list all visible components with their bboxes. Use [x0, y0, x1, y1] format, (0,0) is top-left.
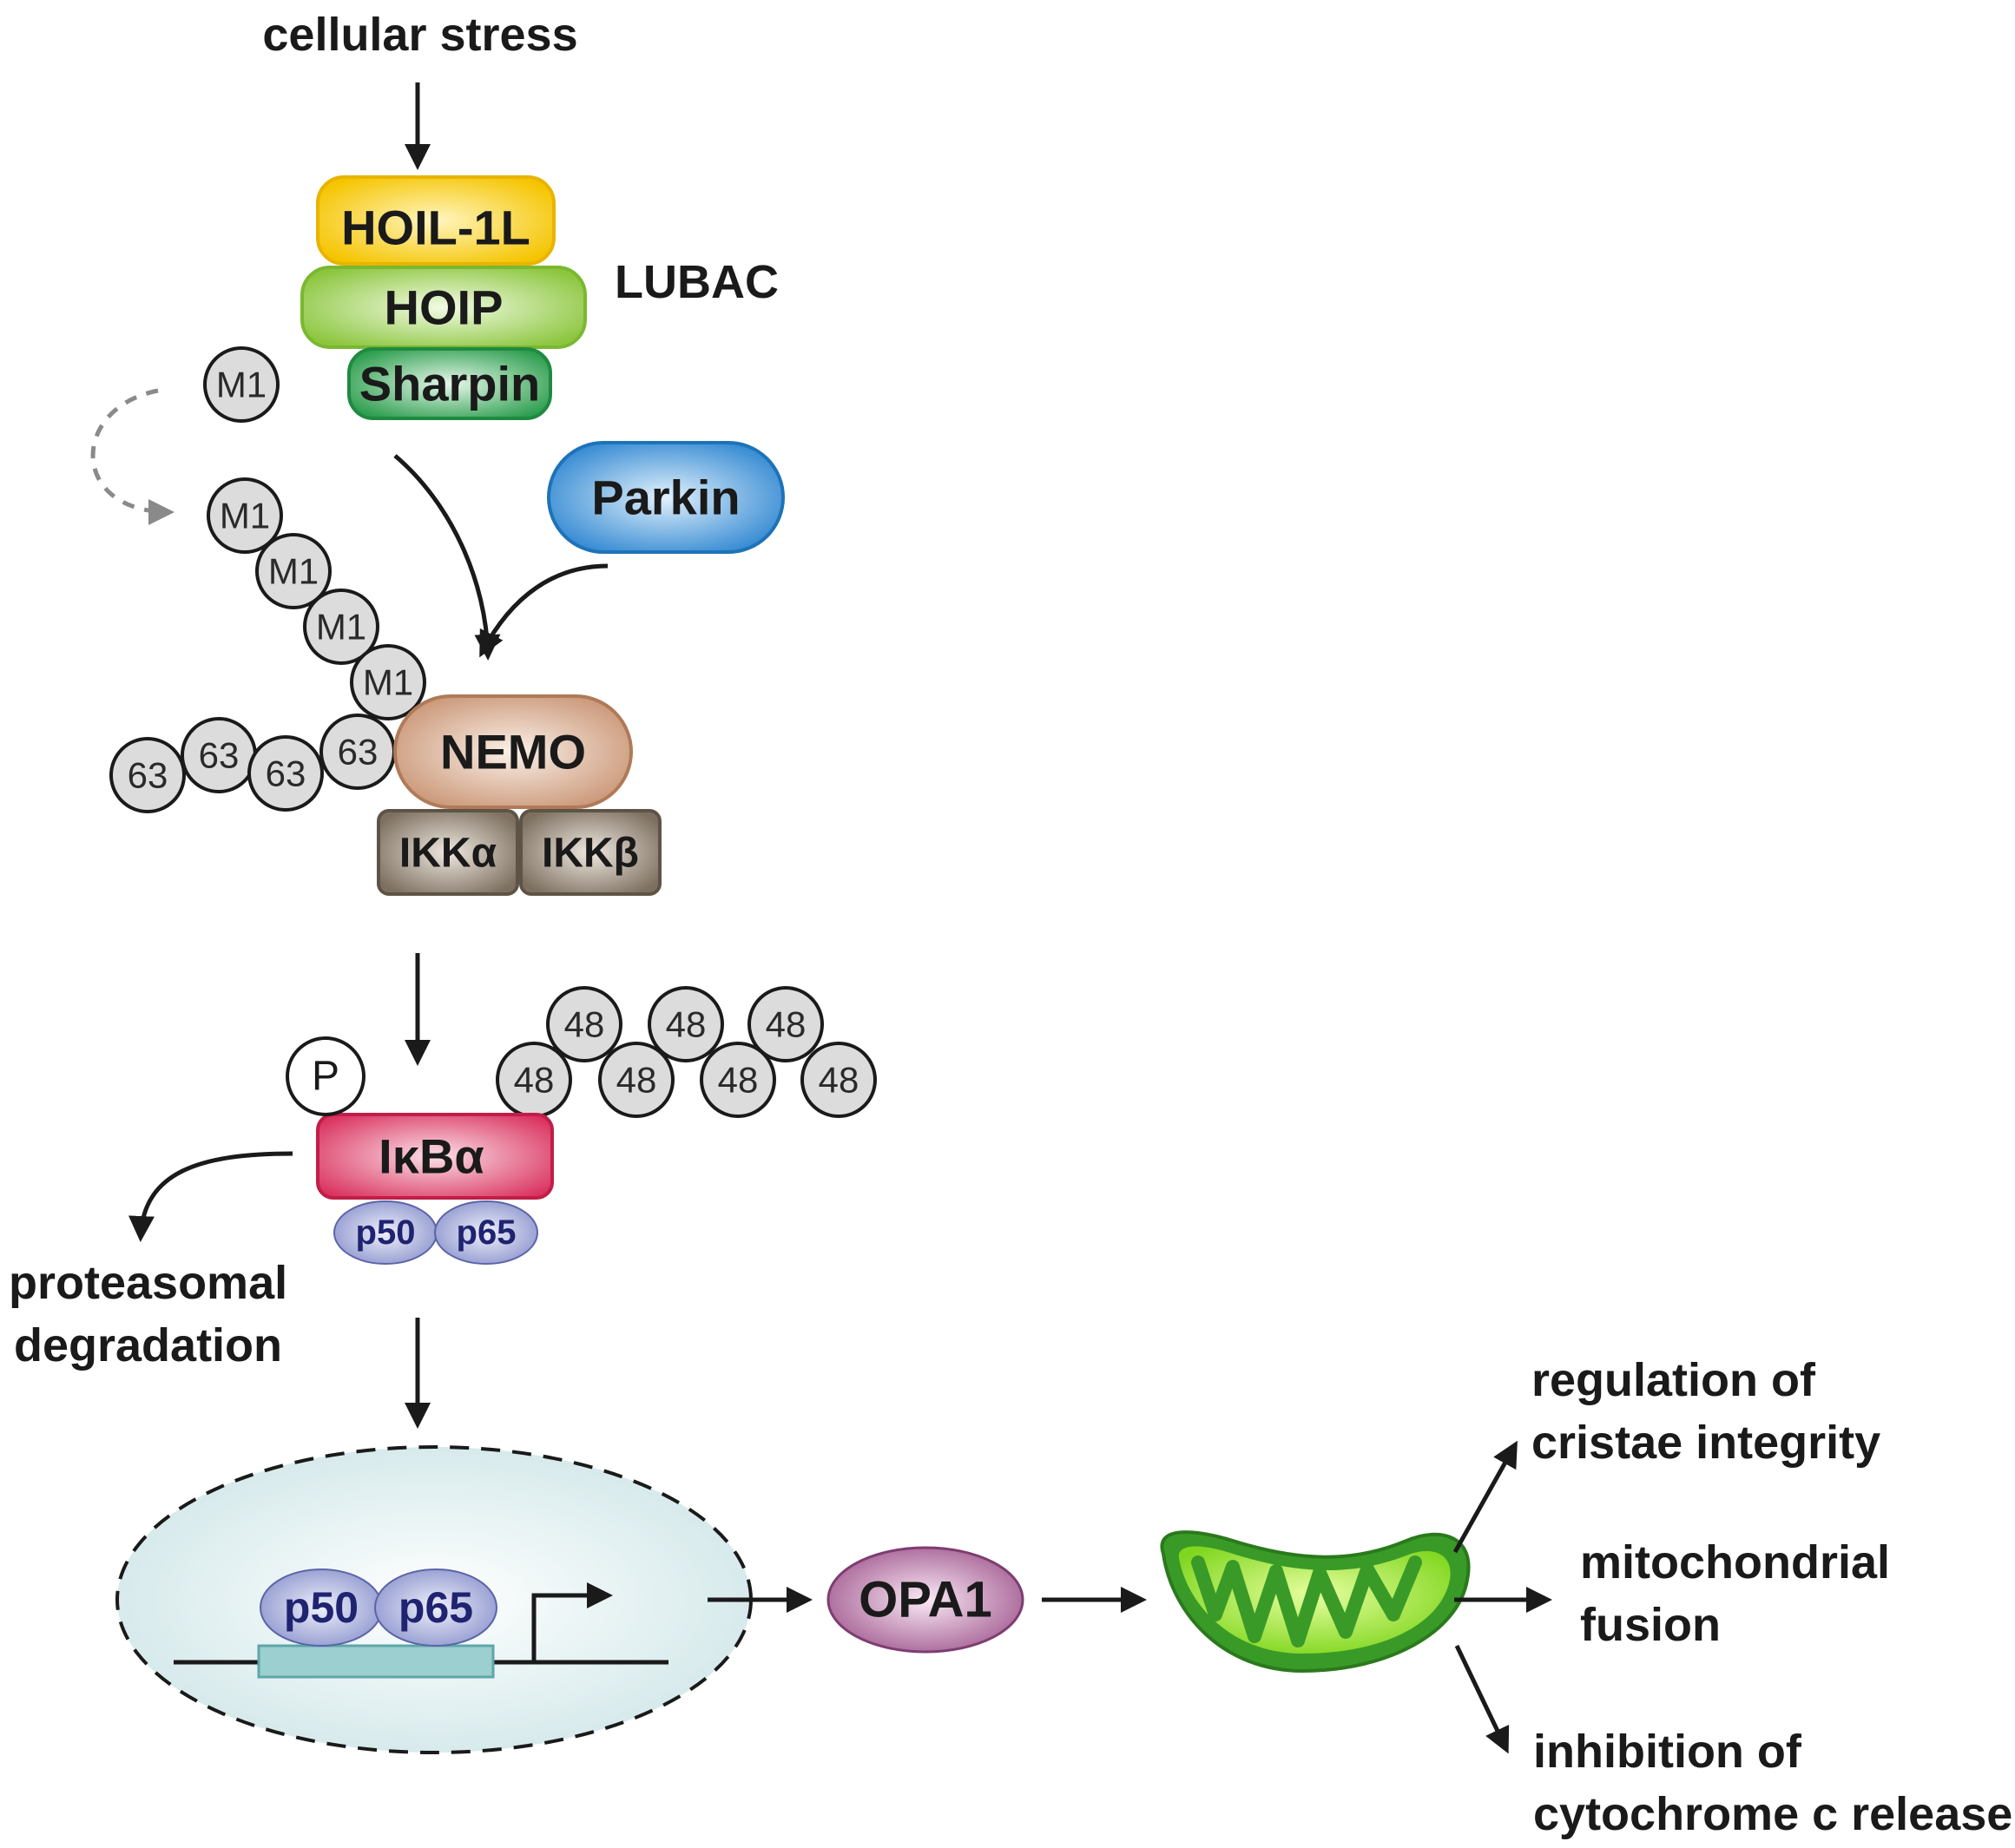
svg-text:48: 48 [666, 1004, 707, 1045]
nemo-box [393, 694, 633, 809]
mitochondrial-label: mitochondrial [1580, 1536, 1890, 1588]
mito-to-cytochrome-arrow [1454, 1644, 1510, 1754]
m1-free-ubiquitin: M1 [203, 346, 280, 423]
phospho-circle: P [286, 1036, 365, 1116]
cytochrome-release-label: cytochrome c release [1533, 1788, 2012, 1840]
svg-text:P: P [312, 1054, 339, 1100]
fusion-label: fusion [1580, 1599, 1721, 1651]
opa1-label: OPA1 [859, 1572, 992, 1628]
svg-text:63: 63 [338, 732, 379, 773]
ikba-label: IκBα [379, 1129, 484, 1184]
k63-ubiquitin-chain: 63 63 63 63 [109, 714, 396, 813]
regulation-of-label: regulation of [1531, 1354, 1816, 1406]
svg-text:M1: M1 [363, 662, 413, 703]
cellular-stress-label: cellular stress [262, 9, 577, 61]
parkin-label: Parkin [591, 470, 740, 525]
ikk-alpha-box [377, 809, 519, 896]
svg-text:M1: M1 [268, 551, 319, 592]
cristae-integrity-label: cristae integrity [1531, 1417, 1880, 1469]
svg-text:63: 63 [266, 753, 306, 794]
degradation-arrow [128, 1151, 293, 1242]
lubac-to-nemo-arrow [393, 454, 501, 661]
svg-text:M1: M1 [216, 365, 267, 405]
mitochondrion-icon [1160, 1530, 1471, 1674]
parkin-box [547, 441, 785, 554]
p65-nuclear-ellipse [374, 1568, 497, 1647]
p65-cytosol-label: p65 [457, 1213, 517, 1252]
opa1-ellipse [826, 1546, 1024, 1654]
hoil-1l-box [316, 175, 556, 266]
ikk-alpha-label: IKKα [399, 831, 497, 877]
promoter-box [257, 1644, 495, 1679]
svg-text:48: 48 [819, 1060, 859, 1101]
svg-text:M1: M1 [316, 607, 366, 648]
svg-text:48: 48 [616, 1060, 657, 1101]
lubac-complex: HOIL-1L HOIP Sharpin LUBAC [300, 175, 779, 420]
p50-nuclear-label: p50 [284, 1583, 359, 1632]
p65-cytosol-ellipse [434, 1200, 538, 1265]
m1-transfer-dashed-arrow [90, 388, 175, 525]
svg-text:63: 63 [128, 755, 168, 796]
p50-cytosol-label: p50 [356, 1213, 416, 1252]
svg-text:63: 63 [199, 735, 240, 776]
svg-text:48: 48 [514, 1060, 555, 1101]
hoip-label: HOIP [385, 280, 504, 335]
m1-ubiquitin-chain: M1 M1 M1 M1 [207, 477, 426, 720]
parkin-to-nemo-arrow [479, 563, 609, 658]
nemo-label: NEMO [440, 725, 586, 779]
ikk-beta-label: IKKβ [542, 831, 639, 877]
svg-text:48: 48 [564, 1004, 605, 1045]
svg-text:M1: M1 [220, 496, 270, 536]
sharpin-box [347, 347, 552, 420]
ikk-beta-box [519, 809, 662, 896]
svg-text:48: 48 [766, 1004, 807, 1045]
p65-nuclear-label: p65 [398, 1583, 473, 1632]
degradation-label: degradation [14, 1319, 282, 1371]
inhibition-of-label: inhibition of [1533, 1726, 1802, 1778]
lubac-label: LUBAC [615, 256, 779, 308]
hoil-1l-label: HOIL-1L [341, 201, 530, 255]
k48-ubiquitin-chain: 48 48 48 48 48 48 48 [496, 986, 877, 1118]
sharpin-label: Sharpin [359, 357, 540, 411]
svg-text:48: 48 [718, 1060, 759, 1101]
transcription-start-arrow [531, 1582, 613, 1662]
ikba-box [316, 1113, 554, 1200]
mito-to-cristae-arrow [1452, 1440, 1518, 1554]
proteasomal-label: proteasomal [9, 1257, 287, 1309]
